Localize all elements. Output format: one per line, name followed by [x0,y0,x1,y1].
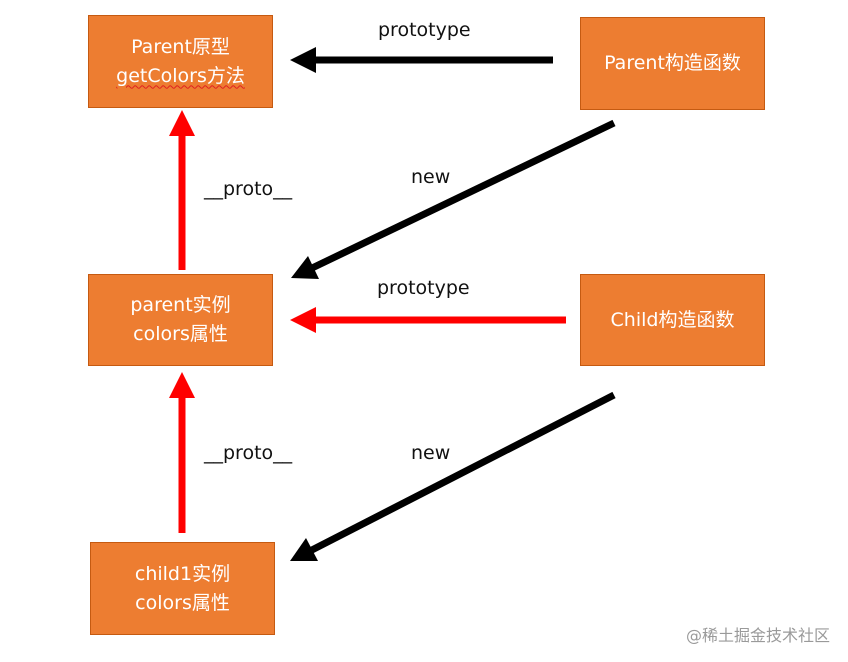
child1-instance-line1: child1实例 [134,562,231,585]
parent-instance-line2: colors属性 [133,323,228,345]
child-constructor-box: Child构造函数 [580,274,765,366]
child1-instance-box: child1实例 colors属性 [90,542,275,635]
arrow-prototype-middle [290,307,566,333]
parent-constructor-box: Parent构造函数 [580,17,765,110]
child1-instance-line2: colors属性 [135,591,230,614]
edge-label-proto-top: __proto__ [204,178,293,200]
watermark: @稀土掘金技术社区 [685,626,830,645]
edge-label-prototype-middle: prototype [377,277,470,299]
arrow-new-top [291,119,616,279]
parent-constructor-line1: Parent构造函数 [604,52,741,74]
arrow-proto-top [169,110,195,270]
parent-instance-box: parent实例 colors属性 [88,274,273,366]
child-constructor-line1: Child构造函数 [610,308,735,331]
edge-label-prototype-top: prototype [378,19,471,41]
parent-prototype-line2: getColors方法 [116,64,245,87]
edge-label-new-top: new [411,166,451,188]
parent-instance-line1: parent实例 [130,294,231,316]
edge-label-proto-bottom: __proto__ [204,442,293,464]
edge-label-new-bottom: new [411,442,451,464]
arrow-proto-bottom [169,372,195,533]
arrow-prototype-top [290,47,553,73]
parent-prototype-box: Parent原型 getColors方法 [88,15,273,108]
arrow-new-bottom [290,391,616,561]
parent-prototype-line1: Parent原型 [131,35,230,58]
